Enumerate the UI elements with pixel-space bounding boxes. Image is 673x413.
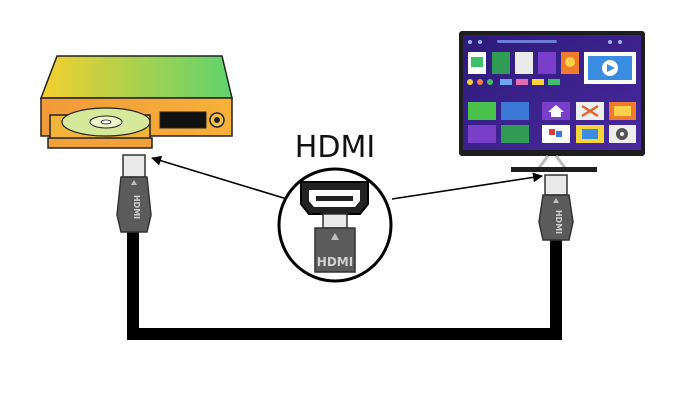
dvd-player-icon (39, 55, 233, 149)
hdmi-port-icon (300, 181, 369, 215)
tools-icon (576, 102, 604, 120)
film-reel-icon (609, 125, 636, 143)
smart-tv-icon (459, 31, 645, 172)
arrow-to-tv (391, 172, 543, 200)
plug-label-right: HDMI (554, 210, 563, 234)
play-icon (602, 60, 618, 76)
hdmi-plug-right: HDMI (538, 174, 574, 241)
hdmi-plug-left: HDMI (116, 154, 152, 233)
plug-label-center: HDMI (317, 255, 353, 269)
hdmi-port-zoom: HDMI (277, 167, 393, 283)
hdmi-title: HDMI (295, 130, 375, 165)
hdmi-plug-icon: HDMI (314, 213, 356, 273)
home-icon (542, 102, 570, 120)
arrow-to-player (151, 155, 288, 200)
plug-label-left: HDMI (132, 195, 141, 219)
hdmi-cable (127, 232, 562, 340)
